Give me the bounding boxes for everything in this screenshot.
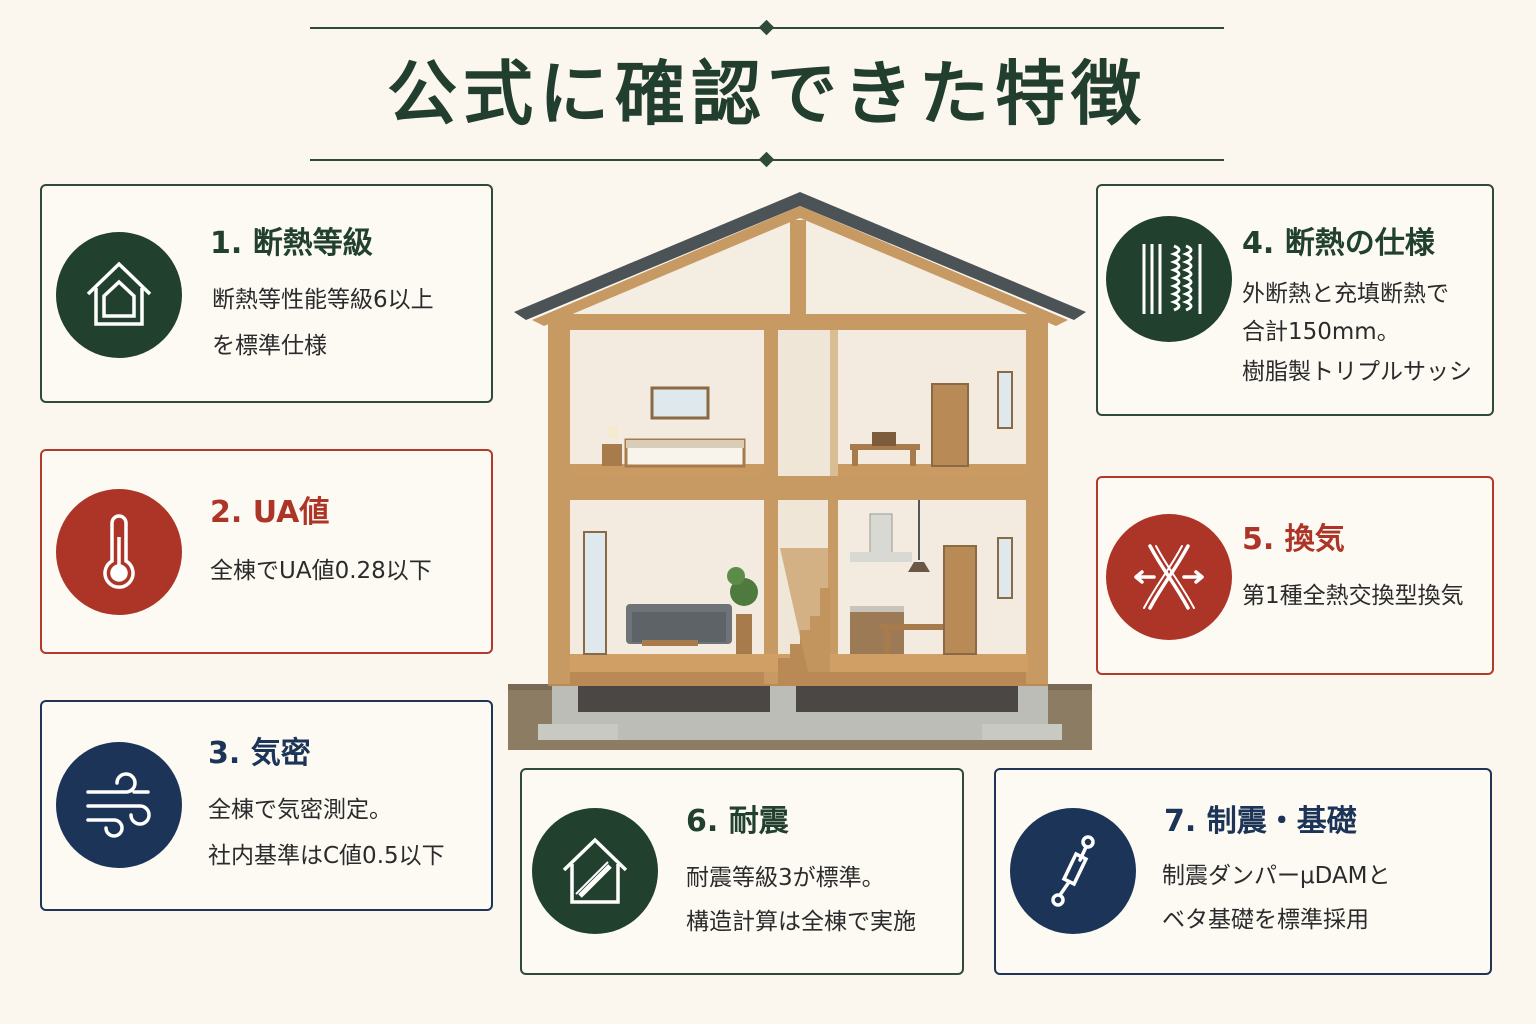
feature-description-line: 社内基準はC値0.5以下 — [208, 843, 445, 869]
diamond-ornament-icon — [758, 19, 775, 36]
feature-card-insulation-spec: 4. 断熱の仕様 外断熱と充填断熱で 合計150mm。 樹脂製トリプルサッシ — [1096, 184, 1494, 416]
braced-house-icon — [532, 808, 658, 934]
house-cross-section-illustration — [508, 188, 1092, 750]
feature-description-line: を標準仕様 — [212, 333, 327, 359]
feature-description-line: 合計150mm。 — [1242, 319, 1400, 345]
feature-description-line: 第1種全熱交換型換気 — [1242, 583, 1464, 609]
ventilation-exchange-icon — [1106, 514, 1232, 640]
feature-card-ventilation: 5. 換気 第1種全熱交換型換気 — [1096, 476, 1494, 675]
feature-description-line: 構造計算は全棟で実施 — [686, 909, 916, 935]
feature-title: 3. 気密 — [208, 736, 311, 771]
wind-icon — [56, 742, 182, 868]
feature-description-line: 外断熱と充填断熱で — [1242, 281, 1449, 307]
feature-description-line: 樹脂製トリプルサッシ — [1242, 359, 1472, 385]
feature-description-line: 断熱等性能等級6以上 — [212, 287, 434, 313]
title-area: 公式に確認できた特徴 — [310, 14, 1224, 170]
feature-description-line: 耐震等級3が標準。 — [686, 865, 885, 891]
damper-icon — [1010, 808, 1136, 934]
thermometer-icon — [56, 489, 182, 615]
feature-card-insulation-grade: 1. 断熱等級 断熱等性能等級6以上 を標準仕様 — [40, 184, 493, 403]
feature-card-damping-foundation: 7. 制震・基礎 制震ダンパーμDAMと ベタ基礎を標準採用 — [994, 768, 1492, 975]
feature-description-line: 全棟でUA値0.28以下 — [210, 558, 432, 584]
feature-card-ua-value: 2. UA値 全棟でUA値0.28以下 — [40, 449, 493, 654]
feature-description-line: 制震ダンパーμDAMと — [1162, 863, 1391, 889]
insulation-wall-icon — [1106, 216, 1232, 342]
feature-card-earthquake-resistance: 6. 耐震 耐震等級3が標準。 構造計算は全棟で実施 — [520, 768, 964, 975]
feature-title: 5. 換気 — [1242, 522, 1345, 557]
feature-title: 2. UA値 — [210, 495, 330, 530]
feature-description-line: ベタ基礎を標準採用 — [1162, 907, 1369, 933]
feature-title: 6. 耐震 — [686, 804, 789, 839]
page-title: 公式に確認できた特徴 — [387, 52, 1147, 135]
house-icon — [56, 232, 182, 358]
feature-title: 4. 断熱の仕様 — [1242, 226, 1435, 261]
feature-description-line: 全棟で気密測定。 — [208, 797, 392, 823]
feature-card-airtightness: 3. 気密 全棟で気密測定。 社内基準はC値0.5以下 — [40, 700, 493, 911]
feature-title: 7. 制震・基礎 — [1164, 804, 1357, 839]
diamond-ornament-icon — [758, 151, 775, 168]
feature-title: 1. 断熱等級 — [210, 226, 373, 261]
